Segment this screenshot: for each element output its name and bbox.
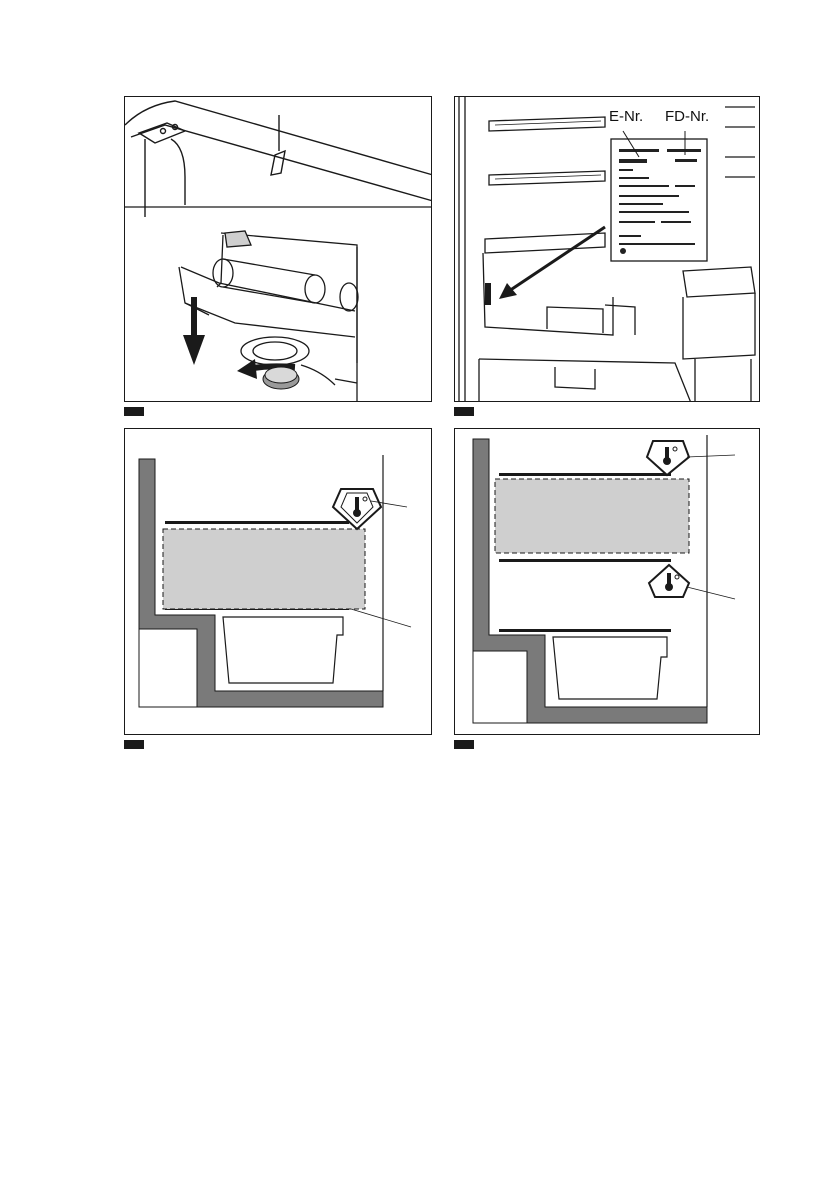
callout-line-2 [687,587,735,599]
figure-4-panel [454,428,760,735]
e-nr-label: E-Nr. [609,108,643,125]
fd-nr-label: FD-Nr. [665,108,709,125]
arrow-down-icon [183,297,205,365]
fridge-interior-drawing [459,97,755,402]
rating-plate [611,131,707,261]
vegetable-drawer [223,617,343,683]
figure-1-panel [124,96,432,402]
figure-4-illustration [455,429,760,735]
bottom-shelf [499,629,671,632]
thermometer-symbol-icon [647,441,689,475]
middle-shelf [499,559,671,562]
callout-line-2 [351,609,411,627]
upper-shelf [165,521,349,524]
callout-line-1 [687,455,735,457]
rating-plate-location-marker [485,283,491,305]
base-block [139,629,197,707]
base-block [473,651,527,723]
top-shelf [499,473,671,476]
figure-3-panel [124,428,432,735]
thermometer-symbol-icon [649,565,689,597]
figure-1-illustration [125,97,432,402]
coldest-zone-area [163,529,365,609]
figure-1-number-tab [124,407,144,416]
figure-4-number-tab [454,740,474,749]
figure-2-illustration: E-Nr. FD-Nr. [455,97,760,402]
figure-3-illustration [125,429,432,735]
appliance-top-drawing [125,101,432,217]
figure-3-number-tab [124,740,144,749]
rotary-knob-drawing [263,367,299,389]
coldest-zone-area [495,479,689,553]
figure-2-panel: E-Nr. FD-Nr. [454,96,760,402]
figure-2-number-tab [454,407,474,416]
vegetable-drawer [553,637,667,699]
